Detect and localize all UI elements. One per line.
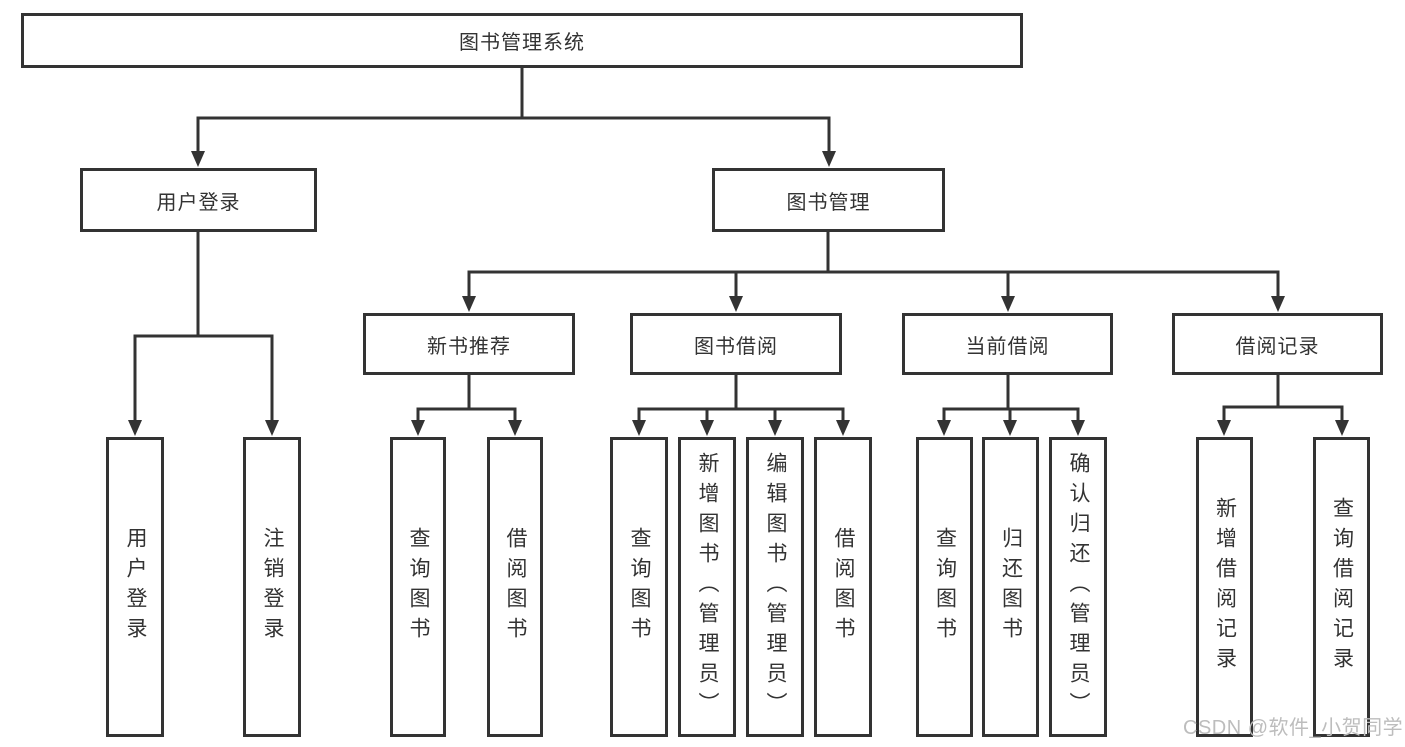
leaf-confirm-return-admin: 确认归还（管理员）: [1049, 437, 1107, 737]
node-label: 图书管理系统: [459, 32, 585, 54]
node-current-borrow: 当前借阅: [902, 313, 1113, 375]
node-label: 借阅图书: [832, 527, 855, 647]
node-book-management-system: 图书管理系统: [21, 13, 1023, 68]
node-label: 用户登录: [124, 527, 147, 647]
node-label: 新增图书（管理员）: [696, 452, 719, 722]
node-label: 新书推荐: [427, 335, 511, 358]
leaf-borrow-books-recommend: 借阅图书: [487, 437, 543, 737]
leaf-query-books-recommend: 查询图书: [390, 437, 446, 737]
node-label: 查询图书: [407, 527, 430, 647]
leaf-add-borrow-record: 新增借阅记录: [1196, 437, 1253, 737]
node-label: 借阅记录: [1235, 335, 1320, 358]
node-label: 图书借阅: [694, 335, 778, 358]
node-label: 图书管理: [786, 191, 871, 214]
node-label: 查询图书: [628, 527, 651, 647]
leaf-edit-book-admin: 编辑图书（管理员）: [746, 437, 804, 737]
node-new-book-recommend: 新书推荐: [363, 313, 575, 375]
connector-lines: [133, 68, 1344, 423]
node-label: 当前借阅: [965, 335, 1050, 358]
node-label: 确认归还（管理员）: [1067, 452, 1090, 722]
node-label: 编辑图书（管理员）: [764, 452, 787, 722]
leaf-borrow-books: 借阅图书: [814, 437, 872, 737]
node-borrow-records: 借阅记录: [1172, 313, 1383, 375]
leaf-query-books-borrow: 查询图书: [610, 437, 668, 737]
node-book-borrow: 图书借阅: [630, 313, 842, 375]
node-label: 查询图书: [933, 527, 957, 647]
csdn-watermark: CSDN @软件_小贺同学: [1183, 717, 1404, 739]
node-label: 注销登录: [261, 527, 284, 647]
leaf-user-login: 用户登录: [106, 437, 164, 737]
leaf-query-books-current: 查询图书: [916, 437, 973, 737]
node-book-management: 图书管理: [712, 168, 945, 232]
leaf-add-book-admin: 新增图书（管理员）: [678, 437, 736, 737]
node-user-login: 用户登录: [80, 168, 317, 232]
leaf-query-borrow-record: 查询借阅记录: [1313, 437, 1370, 737]
node-label: 归还图书: [999, 527, 1023, 647]
leaf-return-book: 归还图书: [982, 437, 1039, 737]
node-label: 新增借阅记录: [1213, 497, 1237, 677]
node-label: 用户登录: [156, 191, 241, 214]
node-label: 借阅图书: [504, 527, 527, 647]
node-label: 查询借阅记录: [1330, 497, 1354, 677]
leaf-logout: 注销登录: [243, 437, 301, 737]
